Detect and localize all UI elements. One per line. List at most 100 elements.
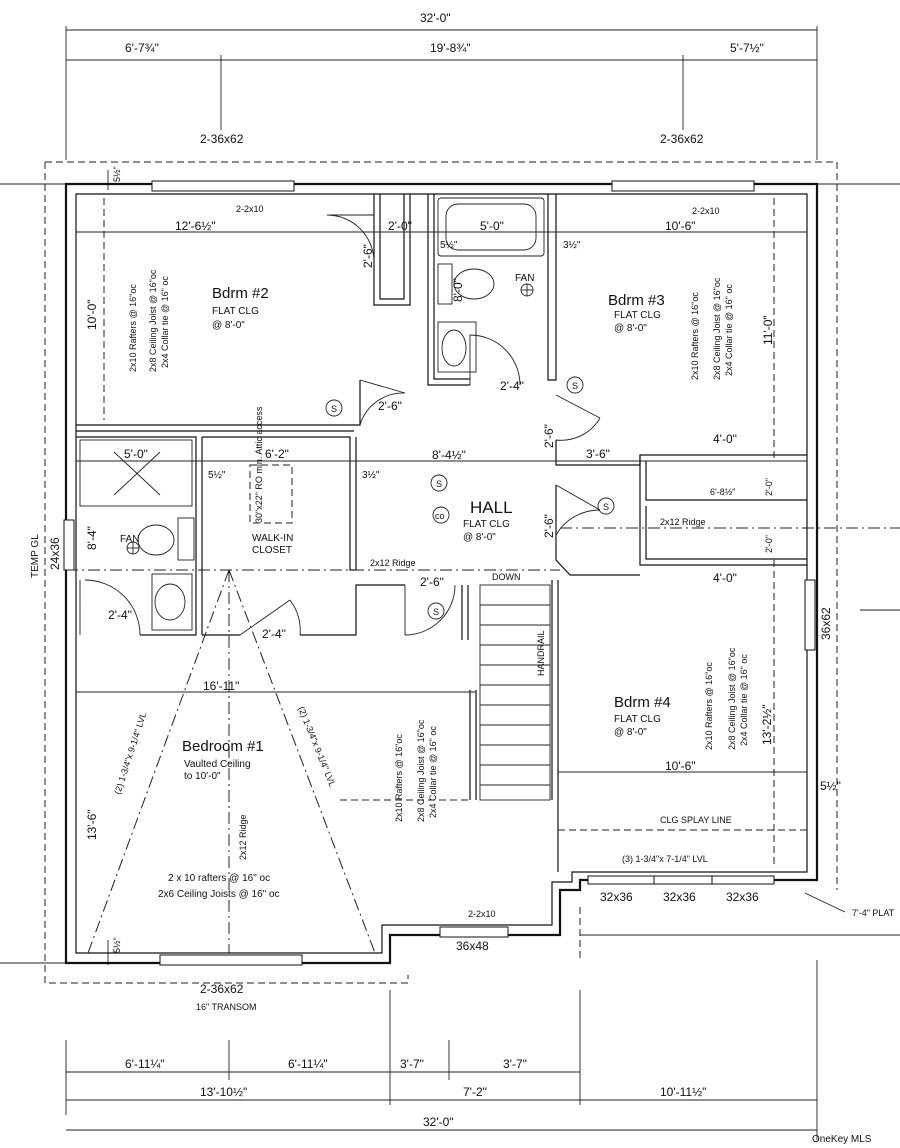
closet-name: WALK-IN — [252, 533, 293, 544]
bedroom-4-depth: 13'-2½" — [760, 704, 774, 745]
left-side-window-label: 24x36 — [48, 537, 62, 570]
bedroom-2-name: Bdrm #2 — [212, 285, 269, 302]
bedroom-3-framing-1: 2x10 Rafters @ 16"oc — [690, 292, 700, 380]
bath-top-dim-b: 3½" — [563, 240, 581, 251]
watermark: OneKey MLS — [812, 1134, 872, 1145]
bedroom-2-framing-1: 2x10 Rafters @ 16"oc — [128, 284, 138, 372]
bedroom-1-framing-3: 2x4 Collar tie @ 16" oc — [428, 726, 438, 818]
bedroom-3-labels: Bdrm #3 FLAT CLG @ 8'-0" 10'-6" 11'-0" 2… — [608, 206, 775, 380]
bedroom-4-framing-1: 2x10 Rafters @ 16"oc — [704, 662, 714, 750]
bed1-transom-label: 16" TRANSOM — [196, 1002, 257, 1012]
bedroom-1-lvl-left: (2) 1-3/4"x 9-1/4" LVL — [112, 711, 148, 796]
bath-left-dim: 5½" — [208, 470, 226, 481]
bottom-dim-row1-2: 6'-11¼" — [288, 1057, 328, 1071]
door-bed4-label: 2'-6" — [542, 514, 556, 538]
interior-walls — [76, 194, 807, 872]
side-right-dim: 5½" — [820, 779, 841, 793]
smoke-label-4: S — [603, 502, 609, 512]
lvl-front-label: (3) 1-3/4"x 7-1/4" LVL — [622, 854, 708, 864]
hall-ridge: 2x12 Ridge — [370, 558, 416, 568]
window-bed4-side — [804, 579, 816, 651]
smoke-detector-icon — [325, 399, 343, 417]
closet-labels: WALK-IN CLOSET 6'-2" 3½" 30"x22" RO min.… — [252, 406, 380, 641]
closet-right-width-2: 4'-0" — [713, 571, 737, 585]
entry-window-label: 36x48 — [456, 939, 489, 953]
door-bed2-closet — [326, 214, 375, 263]
bedroom-3-framing-2: 2x8 Ceiling Joist @ 16"oc — [712, 277, 722, 380]
bath-top-tub: 5'-0" — [480, 219, 504, 233]
top-total-dim: 32'-0" — [420, 11, 451, 25]
door-bed3 — [555, 394, 601, 441]
overhang-outline — [0, 161, 900, 984]
bedroom-2-framing-2: 2x8 Ceiling Joist @ 16"oc — [148, 269, 158, 372]
closet-right-d1: 2'-0" — [764, 478, 774, 496]
co-label: co — [435, 511, 445, 521]
bedroom-4-height: @ 8'-0" — [614, 727, 647, 738]
smoke-detector-icon — [427, 602, 445, 620]
door-bed2-closet-v-label: 2'-6" — [361, 244, 375, 268]
bedroom-3-name: Bdrm #3 — [608, 292, 665, 309]
bedroom-1-depth: 13'-6" — [85, 809, 99, 840]
bedroom-2-depth: 10'-0" — [85, 299, 99, 330]
bedroom-1-joists: 2x6 Ceiling Joists @ 16" oc — [158, 889, 280, 900]
smoke-label-2: S — [572, 381, 578, 391]
closet-right-width: 4'-0" — [713, 432, 737, 446]
door-closet — [239, 599, 301, 636]
bedroom-2-height: @ 8'-0" — [212, 320, 245, 331]
bedroom-4-width: 10'-6" — [665, 759, 696, 773]
temp-gl-label: TEMP GL — [30, 534, 41, 578]
top-window-right: 2-36x62 — [660, 132, 704, 146]
bath-left-shower: 5'-0" — [124, 447, 148, 461]
bottom-dim-row1-1: 6'-11¼" — [125, 1057, 165, 1071]
bathtub — [437, 197, 545, 257]
bedroom-1-height: to 10'-0" — [184, 771, 221, 782]
smoke-detector-icon — [566, 376, 584, 394]
top-dim-3: 5'-7½" — [730, 41, 764, 55]
bedroom-4-framing-2: 2x8 Ceiling Joist @ 16"oc — [727, 647, 737, 750]
door-bath-left — [79, 579, 141, 636]
bedroom-4-framing-3: 2x4 Collar tie @ 16" oc — [739, 654, 749, 746]
window-front-1 — [587, 875, 657, 885]
closet-right-d2: 2'-0" — [764, 535, 774, 553]
bedroom-4-labels: Bdrm #4 FLAT CLG @ 8'-0" 10'-6" 13'-2½" … — [614, 647, 774, 773]
bedroom-2-framing-3: 2x4 Collar tie @ 16" oc — [160, 276, 170, 368]
hall-name: HALL — [470, 498, 513, 517]
closet-right-inner: 6'-8½" — [710, 487, 735, 497]
top-dimensions: 32'-0" 6'-7¾" 19'-8¾" 5'-7½" 2-36x62 2-3… — [65, 11, 818, 160]
attic-access-label: 30"x22" RO min. Attic access — [254, 406, 264, 523]
bottom-dimensions: 6'-11¼" 6'-11¼" 3'-7" 3'-7" 13'-10½" 7'-… — [65, 960, 818, 1140]
bedroom-4-ceiling: FLAT CLG — [614, 714, 661, 725]
closet-dim: 3½" — [362, 470, 380, 481]
window-left-side — [63, 519, 75, 571]
bedroom-1-framing-1: 2x10 Rafters @ 16"oc — [394, 734, 404, 822]
bedroom-1-labels: Bedroom #1 Vaulted Ceiling to 10'-0" 16'… — [85, 679, 438, 900]
door-bed2 — [359, 379, 406, 426]
bedroom-2-header: 2-2x10 — [236, 204, 264, 214]
bedroom-1-framing-2: 2x8 Ceiling Joist @ 16"oc — [416, 719, 426, 822]
toilet-left — [177, 517, 195, 561]
sink-left — [151, 573, 193, 631]
window-front-2 — [653, 875, 713, 885]
window-labels: 2-36x62 16" TRANSOM 36x62 24x36 32x36 32… — [48, 537, 833, 1012]
left-bottom-dim: 5½" — [112, 937, 122, 953]
bath-left-fan: FAN — [120, 534, 139, 545]
bath-left-depth: 8'-4" — [85, 526, 99, 550]
closet-right-ridge: 2x12 Ridge — [660, 517, 706, 527]
top-left-dim: 5½" — [112, 166, 122, 182]
door-hall-closet — [404, 584, 456, 636]
bedroom-3-framing-3: 2x4 Collar tie @ 16" oc — [724, 284, 734, 376]
bedroom-3-depth: 11'-0" — [761, 315, 775, 345]
exterior-walls — [64, 182, 819, 965]
bedroom-1-ridge: 2x12 Ridge — [238, 814, 248, 860]
window-entry — [439, 926, 509, 938]
top-dim-2: 19'-8¾" — [430, 41, 471, 55]
bedroom-3-width: 10'-6" — [665, 219, 696, 233]
window-front-3 — [711, 875, 775, 885]
door-bed3-closet-label: 3'-6" — [586, 447, 610, 461]
bath-top-fan: FAN — [515, 273, 534, 284]
hall-labels: HALL FLAT CLG @ 8'-0" 8'-4½" DOWN HANDRA… — [370, 448, 546, 676]
entry-header-label: 2-2x10 — [468, 909, 496, 919]
bottom-dim-row2-2: 7'-2" — [463, 1085, 487, 1099]
hall-height: @ 8'-0" — [463, 532, 496, 543]
